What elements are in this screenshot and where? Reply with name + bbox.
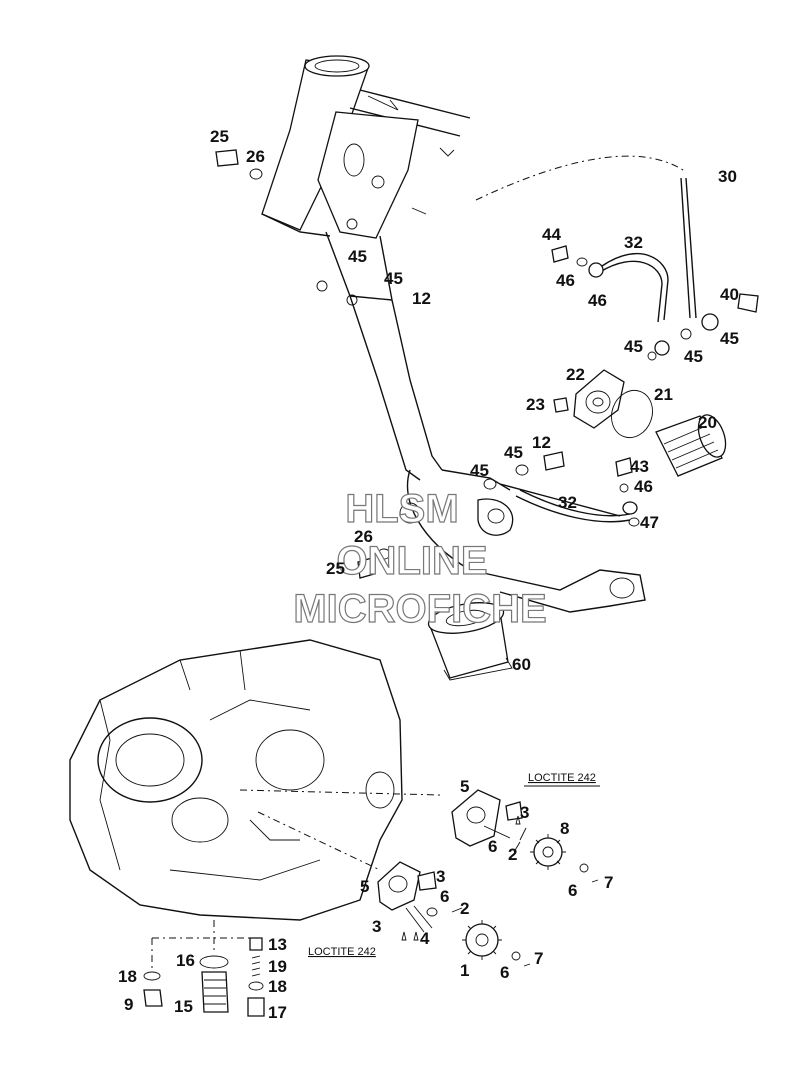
callout-label: 2 — [460, 899, 469, 918]
callout-label: 6 — [568, 881, 577, 900]
callout-label: 30 — [718, 167, 737, 186]
callout-label: 16 — [176, 951, 195, 970]
callout-label: 22 — [566, 365, 585, 384]
loctite-note-lower: LOCTITE 242 — [308, 946, 376, 958]
callout-label: 45 — [720, 329, 739, 348]
callout-label: 7 — [604, 873, 613, 892]
callout-label: 3 — [520, 803, 529, 822]
callout-label: 6 — [500, 963, 509, 982]
callout-label: 12 — [532, 433, 551, 452]
callout-label: 9 — [124, 995, 133, 1014]
callout-labels: 25 26 45 45 12 30 44 32 46 46 40 45 45 4… — [118, 127, 739, 1022]
callout-label: 8 — [560, 819, 569, 838]
oil-pump-group — [377, 789, 599, 967]
callout-label: 21 — [654, 385, 673, 404]
callout-label: 45 — [384, 269, 403, 288]
callout-label: 25 — [326, 559, 345, 578]
callout-label: 32 — [558, 493, 577, 512]
callout-label: 60 — [512, 655, 531, 674]
callout-label: 46 — [556, 271, 575, 290]
callout-label: 1 — [460, 961, 469, 980]
oil-lines — [151, 155, 697, 968]
callout-label: 26 — [246, 147, 265, 166]
callout-label: 19 — [268, 957, 287, 976]
callout-label: 2 — [508, 845, 517, 864]
drain-group — [143, 937, 265, 1017]
callout-label: 47 — [640, 513, 659, 532]
callout-label: 3 — [372, 917, 381, 936]
callout-label: 17 — [268, 1003, 287, 1022]
callout-label: 13 — [268, 935, 287, 954]
callout-label: 32 — [624, 233, 643, 252]
callout-label: 40 — [720, 285, 739, 304]
callout-label: 6 — [488, 837, 497, 856]
callout-label: 20 — [698, 413, 717, 432]
callout-label: 45 — [470, 461, 489, 480]
callout-label: 5 — [460, 777, 469, 796]
callout-label: 6 — [440, 887, 449, 906]
watermark-line1: HLSM — [345, 487, 458, 531]
callout-label: 26 — [354, 527, 373, 546]
callout-label: 3 — [436, 867, 445, 886]
frame-drawing — [261, 55, 646, 613]
watermark-line2: ONLINE — [336, 539, 487, 583]
callout-label: 46 — [588, 291, 607, 310]
crankcase-drawing — [69, 639, 403, 921]
callout-label: 44 — [542, 225, 561, 244]
callout-label: 25 — [210, 127, 229, 146]
callout-label: 45 — [624, 337, 643, 356]
callout-label: 18 — [118, 967, 137, 986]
watermark-line3: MICROFICHE — [293, 587, 546, 631]
callout-label: 4 — [420, 929, 430, 948]
callout-label: 18 — [268, 977, 287, 996]
watermark: HLSM ONLINE MICROFICHE — [293, 486, 548, 631]
small-parts — [215, 149, 759, 681]
callout-label: 46 — [634, 477, 653, 496]
loctite-note-upper: LOCTITE 242 — [528, 772, 596, 784]
callout-label: 15 — [174, 997, 193, 1016]
callout-label: 23 — [526, 395, 545, 414]
callout-label: 45 — [348, 247, 367, 266]
callout-label: 7 — [534, 949, 543, 968]
callout-label: 43 — [630, 457, 649, 476]
callout-label: 45 — [504, 443, 523, 462]
callout-label: 12 — [412, 289, 431, 308]
callout-label: 5 — [360, 877, 369, 896]
callout-label: 45 — [684, 347, 703, 366]
